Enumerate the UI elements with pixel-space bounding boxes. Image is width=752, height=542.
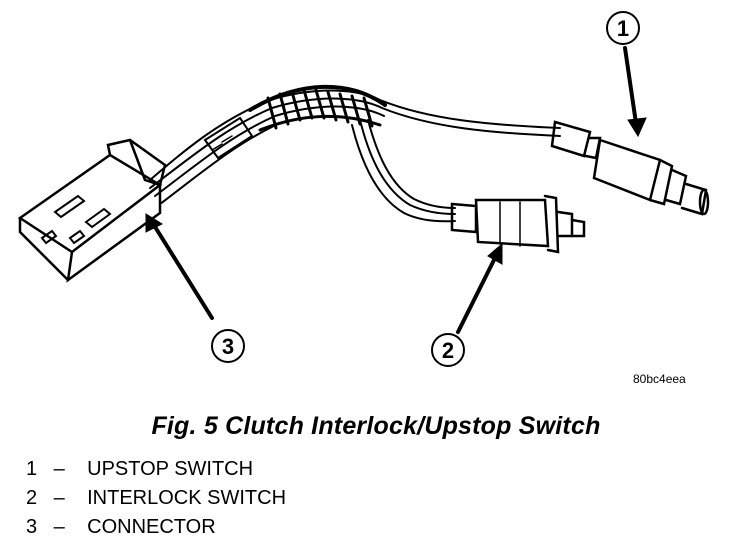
legend-dash: – <box>53 516 65 538</box>
legend-number: 2 <box>26 487 38 509</box>
callout-number-3: 3 <box>222 334 234 359</box>
legend-label: CONNECTOR <box>87 516 216 538</box>
figure-caption: Fig. 5 Clutch Interlock/Upstop Switch <box>151 412 601 440</box>
callout-number-2: 2 <box>442 338 454 363</box>
legend-item: 1 – UPSTOP SWITCH <box>26 455 286 484</box>
legend-item: 2 – INTERLOCK SWITCH <box>26 484 286 513</box>
interlock-switch <box>450 194 586 254</box>
legend: 1 – UPSTOP SWITCH 2 – INTERLOCK SWITCH 3… <box>26 455 286 542</box>
legend-dash: – <box>53 487 65 509</box>
legend-item: 3 – CONNECTOR <box>26 513 286 542</box>
callout-2 <box>431 242 503 367</box>
upstop-switch <box>550 120 710 216</box>
legend-label: UPSTOP SWITCH <box>87 458 254 480</box>
image-code: 80bc4eea <box>633 372 686 386</box>
callout-3 <box>145 213 245 363</box>
wire-harness <box>149 84 561 223</box>
connector <box>17 138 167 283</box>
legend-label: INTERLOCK SWITCH <box>87 487 287 509</box>
legend-number: 1 <box>26 458 38 480</box>
legend-dash: – <box>53 458 65 480</box>
callout-number-1: 1 <box>617 16 629 41</box>
callout-1 <box>606 11 647 138</box>
legend-number: 3 <box>26 516 38 538</box>
wiring-diagram: 1 2 3 <box>17 11 710 367</box>
